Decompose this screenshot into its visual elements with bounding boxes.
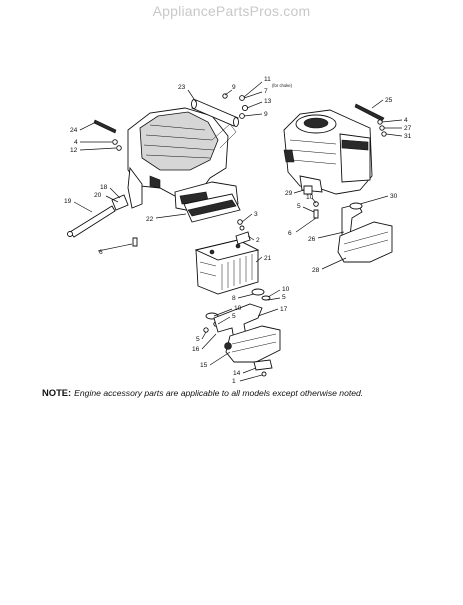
callout-18: 18	[100, 184, 108, 191]
callout-22: 22	[146, 216, 154, 223]
callout-23: 23	[178, 84, 186, 91]
dipstick-tube-left	[67, 194, 129, 238]
callout-6: 6	[288, 230, 292, 237]
bolt-1	[261, 371, 267, 377]
callout-14: 14	[233, 370, 241, 377]
bracket-2	[235, 231, 251, 245]
callout-15: 15	[200, 362, 208, 369]
callout-11: 11	[264, 76, 271, 83]
callout-4: 4	[74, 139, 78, 146]
muffler-right	[337, 202, 393, 263]
callout-10c: 10	[234, 305, 242, 312]
callout-3: 3	[254, 211, 258, 218]
leader-lines	[73, 81, 403, 382]
callout-5d: 5	[196, 336, 200, 343]
muffler-shield-21	[194, 239, 260, 295]
callout-labels: 23 9 11 (for choke) 7 13 9 24 4 12 25 4 …	[64, 76, 412, 385]
washer-13	[241, 104, 249, 112]
bolt-12	[116, 145, 122, 151]
callout-5c: 5	[232, 313, 236, 320]
callout-16: 16	[192, 346, 200, 353]
breather-tube	[191, 99, 239, 127]
screw-3	[237, 219, 243, 225]
engine-left	[127, 107, 239, 215]
screw-9	[239, 113, 245, 119]
callout-7: 7	[264, 88, 268, 95]
callout-17: 17	[280, 306, 288, 313]
callout-21: 21	[264, 255, 272, 262]
callout-9b: 9	[264, 111, 268, 118]
bolt-31	[381, 131, 387, 137]
callout-4b: 4	[404, 117, 408, 124]
screw-9a	[222, 93, 228, 99]
callout-31: 31	[404, 133, 412, 140]
callout-19: 19	[64, 198, 72, 205]
nut-2	[239, 225, 245, 231]
exhaust-pipe-17	[213, 303, 263, 341]
callout-9: 9	[232, 84, 236, 91]
washer-10-right	[313, 201, 319, 207]
nut-27	[379, 125, 385, 131]
note-text: Engine accessory parts are applicable to…	[74, 388, 364, 398]
bolt-6-left	[132, 237, 138, 247]
callout-1: 1	[232, 378, 236, 385]
callout-11-note: (for choke)	[272, 83, 293, 88]
washer-4-right	[377, 119, 383, 125]
nut-7	[239, 95, 245, 101]
callout-27: 27	[404, 125, 412, 132]
bolt-5-right	[313, 209, 319, 219]
callout-24: 24	[70, 127, 78, 134]
callout-12: 12	[70, 147, 78, 154]
callout-28: 28	[312, 267, 320, 274]
callout-26: 26	[308, 236, 316, 243]
callout-5b: 5	[282, 294, 286, 301]
callout-5: 5	[297, 203, 301, 210]
callout-10: 10	[306, 194, 314, 201]
callout-8: 8	[232, 295, 236, 302]
bolt-5	[203, 327, 209, 333]
callout-13: 13	[264, 98, 272, 105]
callout-25: 25	[385, 97, 393, 104]
callout-10b: 10	[282, 286, 290, 293]
engine-right	[283, 109, 373, 195]
callout-6-left: 6	[99, 249, 103, 256]
rod-24	[93, 119, 117, 134]
callout-30: 30	[390, 193, 398, 200]
rod-25	[354, 103, 385, 122]
heat-shield-22	[183, 193, 241, 223]
bracket-29	[303, 185, 313, 195]
watermark: AppliancePartsPros.com	[152, 3, 311, 19]
callout-2: 2	[256, 237, 260, 244]
gasket-8	[251, 288, 265, 296]
washer-4	[112, 139, 118, 145]
callout-20: 20	[94, 192, 102, 199]
note: NOTE:Engine accessory parts are applicab…	[42, 387, 363, 398]
callout-29: 29	[285, 190, 293, 197]
note-label: NOTE:	[42, 387, 72, 398]
clamp-14	[253, 359, 273, 371]
